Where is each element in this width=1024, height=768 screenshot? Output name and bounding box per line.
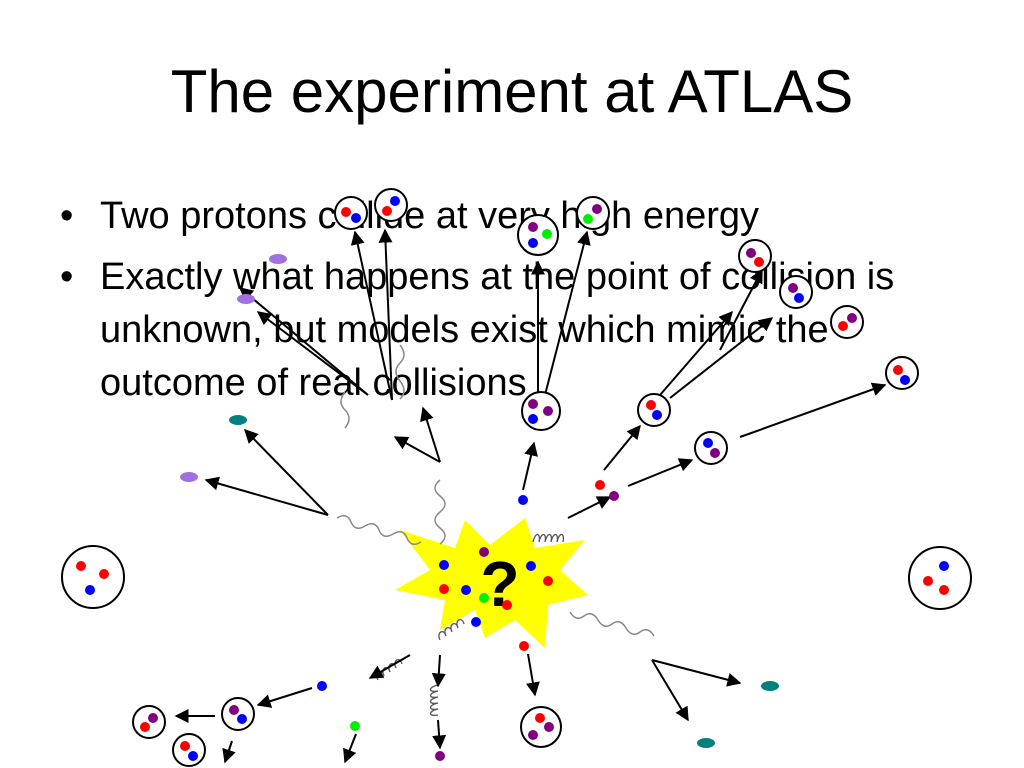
hadron (576, 196, 610, 230)
hadron (374, 188, 408, 222)
bullet-dot: • (60, 256, 74, 298)
bullet-dot: • (60, 195, 74, 237)
burst-quarks (439, 547, 553, 627)
hadron (172, 733, 206, 767)
bullet-item: • Exactly what happens at the point of c… (60, 251, 960, 410)
trajectory-arrows (174, 228, 887, 764)
free-quarks (317, 480, 619, 761)
hadron (517, 214, 559, 256)
hadron (521, 391, 561, 431)
bullet-list: • Two protons collide at very high energ… (60, 190, 960, 418)
slide-title: The experiment at ATLAS (170, 58, 854, 125)
incoming-proton-left (61, 545, 125, 609)
bullet-item: • Two protons collide at very high energ… (60, 190, 960, 243)
hadron (334, 196, 368, 230)
lepton-particles (180, 254, 779, 748)
hadron (694, 431, 728, 465)
wavy-lines (336, 344, 655, 637)
hadron (885, 356, 919, 390)
hadron (779, 275, 813, 309)
hadron (830, 305, 864, 339)
incoming-proton-right (908, 546, 972, 610)
hadron (738, 239, 772, 273)
collision-burst (395, 518, 588, 648)
hadron (132, 705, 166, 739)
unknown-question-mark: ? (480, 548, 519, 620)
hadron (221, 697, 255, 731)
hadron (637, 393, 671, 427)
hadron (520, 706, 562, 748)
bullet-text: Exactly what happens at the point of col… (100, 256, 895, 404)
bullet-text: Two protons collide at very high energy (100, 195, 760, 237)
